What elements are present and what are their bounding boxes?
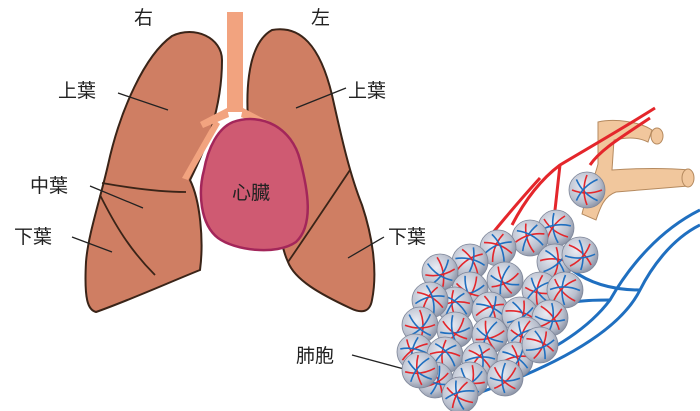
alveolus bbox=[442, 377, 478, 411]
alveolus bbox=[569, 172, 605, 208]
alveolus bbox=[487, 360, 523, 396]
label-heart: 心臓 bbox=[232, 182, 270, 204]
label-middle-lobe: 中葉 bbox=[30, 175, 68, 197]
alveolus bbox=[562, 237, 598, 273]
alveolus bbox=[402, 352, 438, 388]
label-upper-lobe-right: 上葉 bbox=[58, 80, 96, 102]
bronchiole bbox=[582, 120, 690, 220]
label-right: 右 bbox=[134, 7, 153, 29]
alveoli-spheres bbox=[397, 172, 605, 411]
right-lung bbox=[85, 32, 222, 312]
label-upper-lobe-left: 上葉 bbox=[348, 80, 386, 102]
label-lower-lobe-left: 下葉 bbox=[388, 226, 426, 248]
label-left: 左 bbox=[311, 7, 330, 29]
label-alveoli: 肺胞 bbox=[296, 345, 334, 367]
label-lower-lobe-right: 下葉 bbox=[14, 226, 52, 248]
alveoli-cluster bbox=[397, 108, 700, 411]
alveolus bbox=[522, 327, 558, 363]
